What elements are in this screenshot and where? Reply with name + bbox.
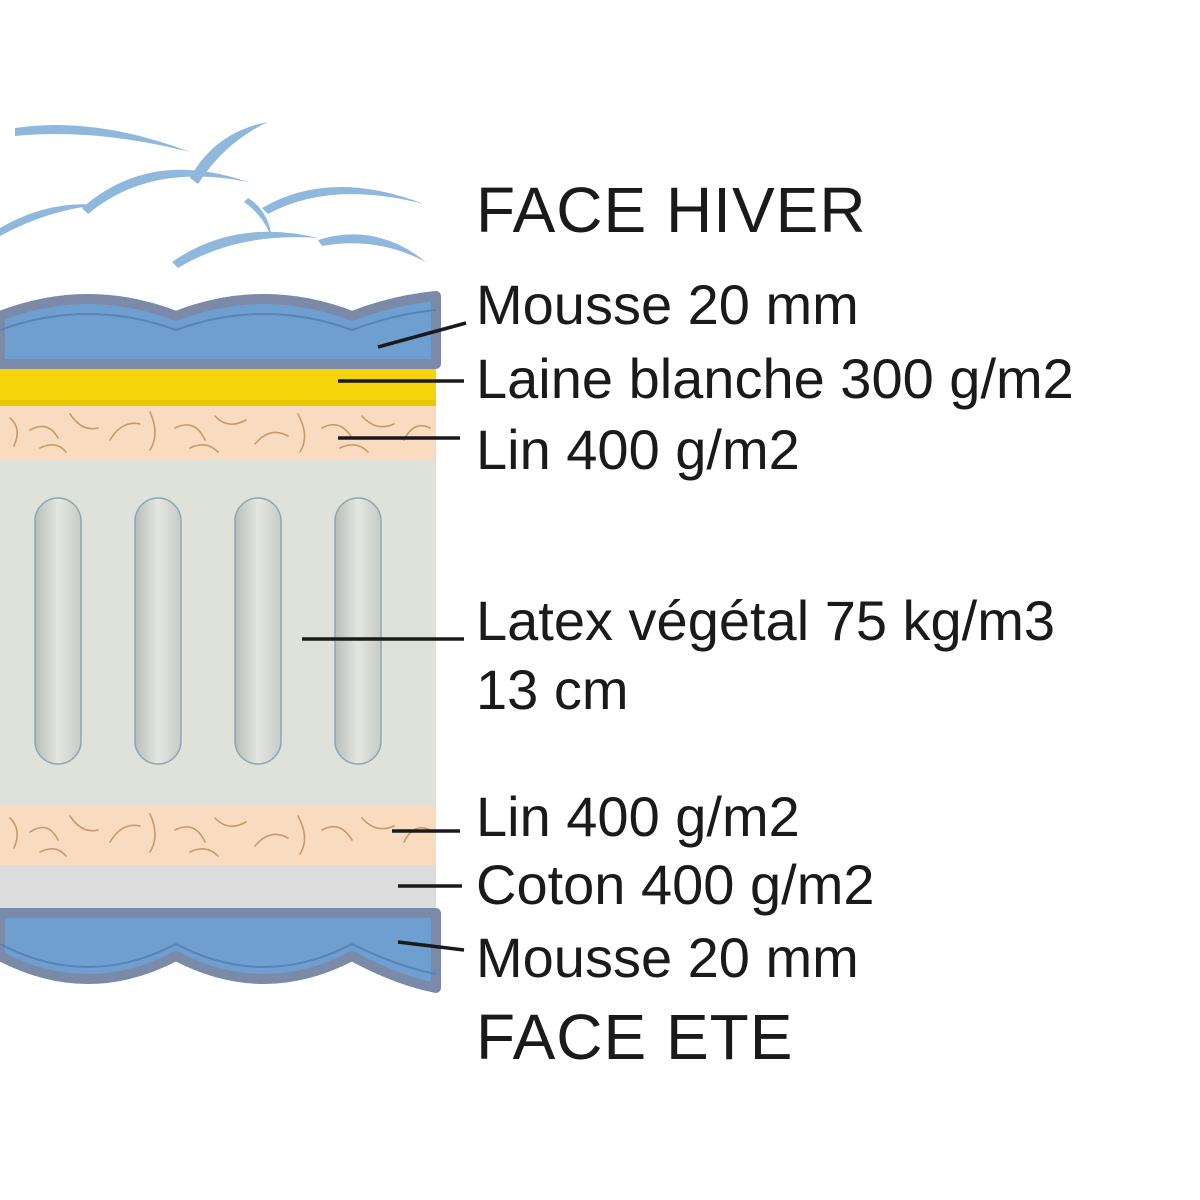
leader-line-mousse-bottom — [397, 940, 465, 952]
leader-lines — [302, 321, 467, 952]
face-ete-label: FACE ETE — [476, 1001, 794, 1073]
coton-layer — [0, 865, 436, 913]
latex-label: Latex végétal 75 kg/m3 — [476, 589, 1056, 652]
coton-label: Coton 400 g/m2 — [476, 853, 875, 916]
laine-layer — [0, 362, 436, 406]
lin-bottom-label: Lin 400 g/m2 — [476, 785, 800, 848]
laine-label: Laine blanche 300 g/m2 — [476, 347, 1074, 410]
comfort-swoosh-icon — [0, 122, 426, 268]
leader-line-mousse-top — [377, 321, 467, 349]
lin-fibre-texture — [9, 813, 431, 857]
latex-thickness-label: 13 cm — [476, 658, 629, 721]
mousse-top-layer — [0, 291, 441, 369]
mousse-bottom-label: Mousse 20 mm — [476, 926, 859, 989]
mousse-top-label: Mousse 20 mm — [476, 273, 859, 336]
face-hiver-label: FACE HIVER — [476, 174, 867, 246]
mousse-bottom-layer — [0, 908, 441, 993]
latex-air-channels — [34, 497, 382, 765]
lin-top-label: Lin 400 g/m2 — [476, 418, 800, 481]
lin-top-layer — [0, 404, 436, 460]
